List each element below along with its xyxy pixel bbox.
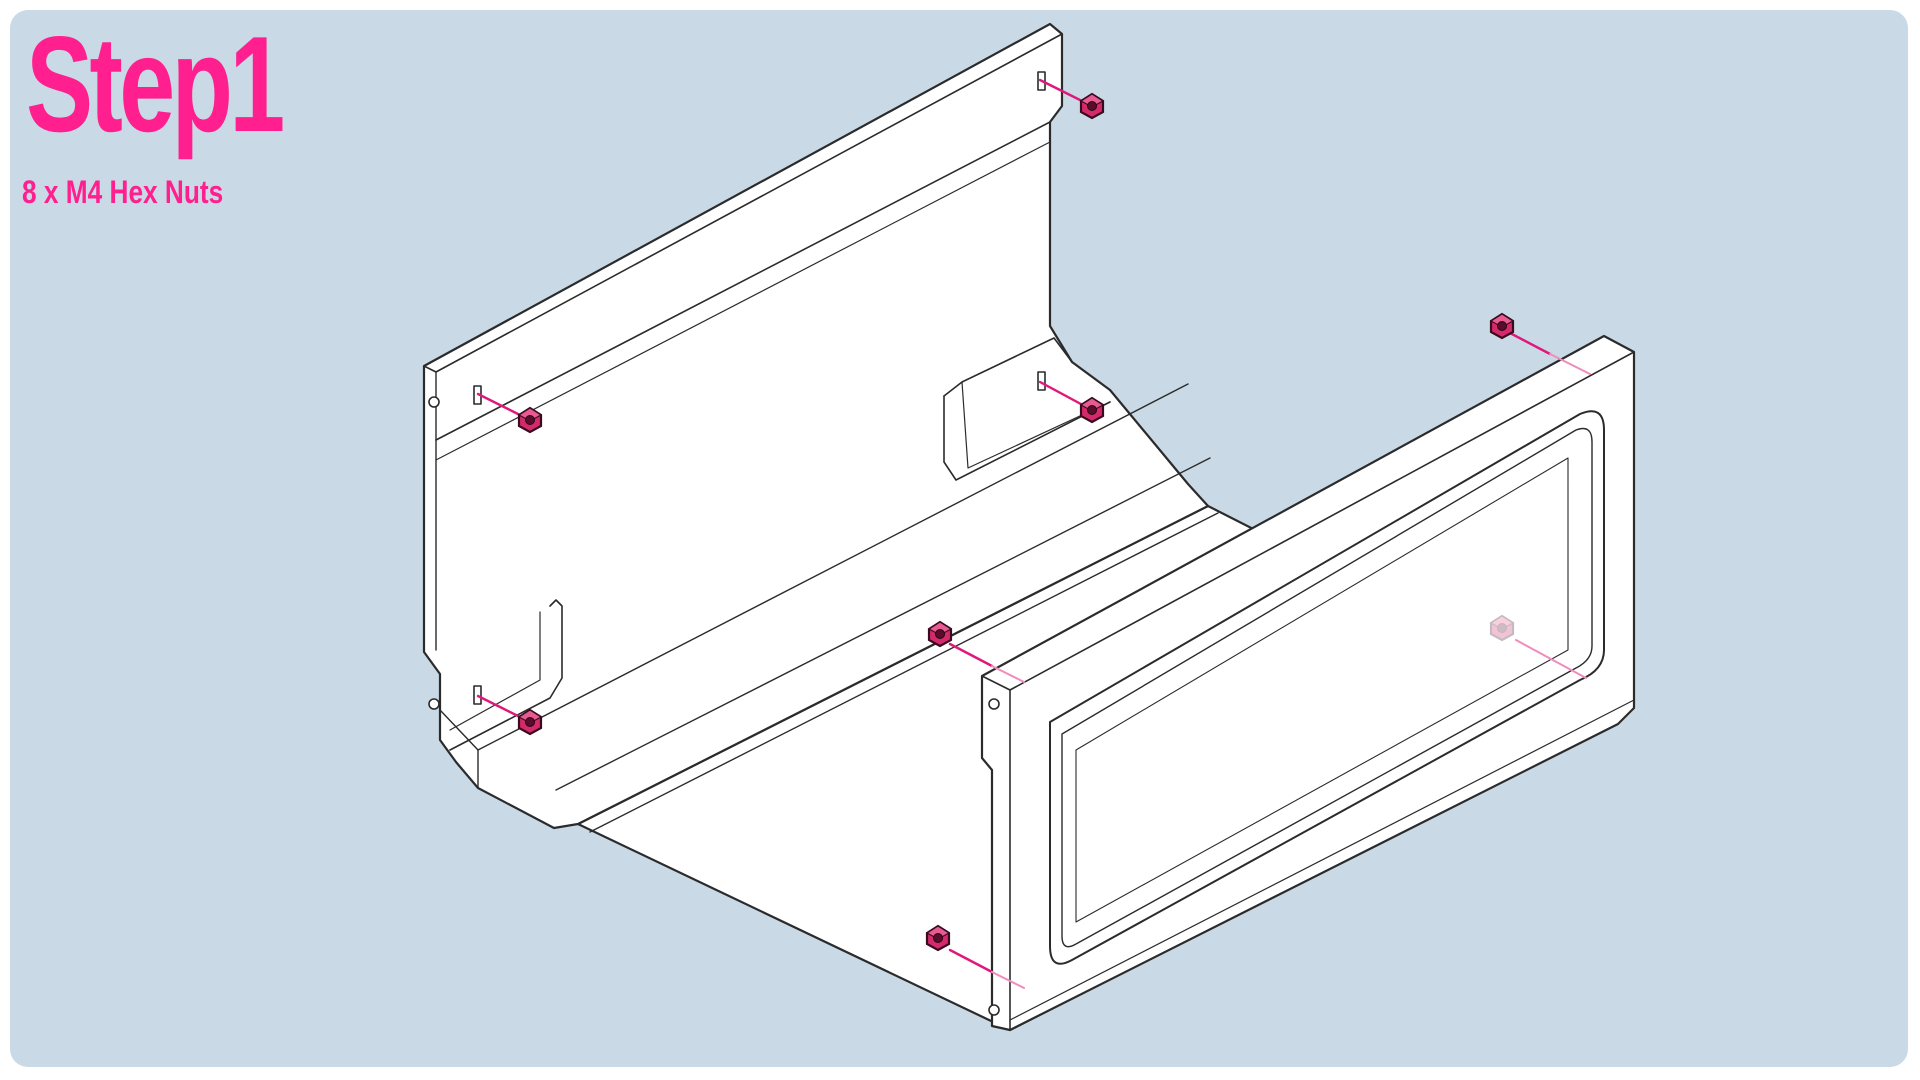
hex-nut-icon [925, 924, 951, 952]
hex-nut-icon [517, 708, 543, 736]
left-wall [422, 22, 1210, 830]
assembly-drawing [422, 22, 1636, 1032]
step-title: Step1 [26, 10, 285, 160]
guide-lines-faint [991, 353, 1591, 989]
hex-nut-icon [517, 406, 543, 434]
instruction-panel: Step1 8 x M4 Hex Nuts [10, 10, 1908, 1067]
hex-nut-icon [1489, 312, 1515, 340]
hex-nut-icon [1489, 614, 1515, 642]
right-wall-window [1049, 410, 1605, 965]
parts-note: 8 x M4 Hex Nuts [22, 174, 224, 210]
bracket [422, 22, 1636, 1032]
hex-nut-icon [1079, 396, 1105, 424]
hex-nut-icon [1079, 92, 1105, 120]
hex-nut-icon [927, 620, 953, 648]
